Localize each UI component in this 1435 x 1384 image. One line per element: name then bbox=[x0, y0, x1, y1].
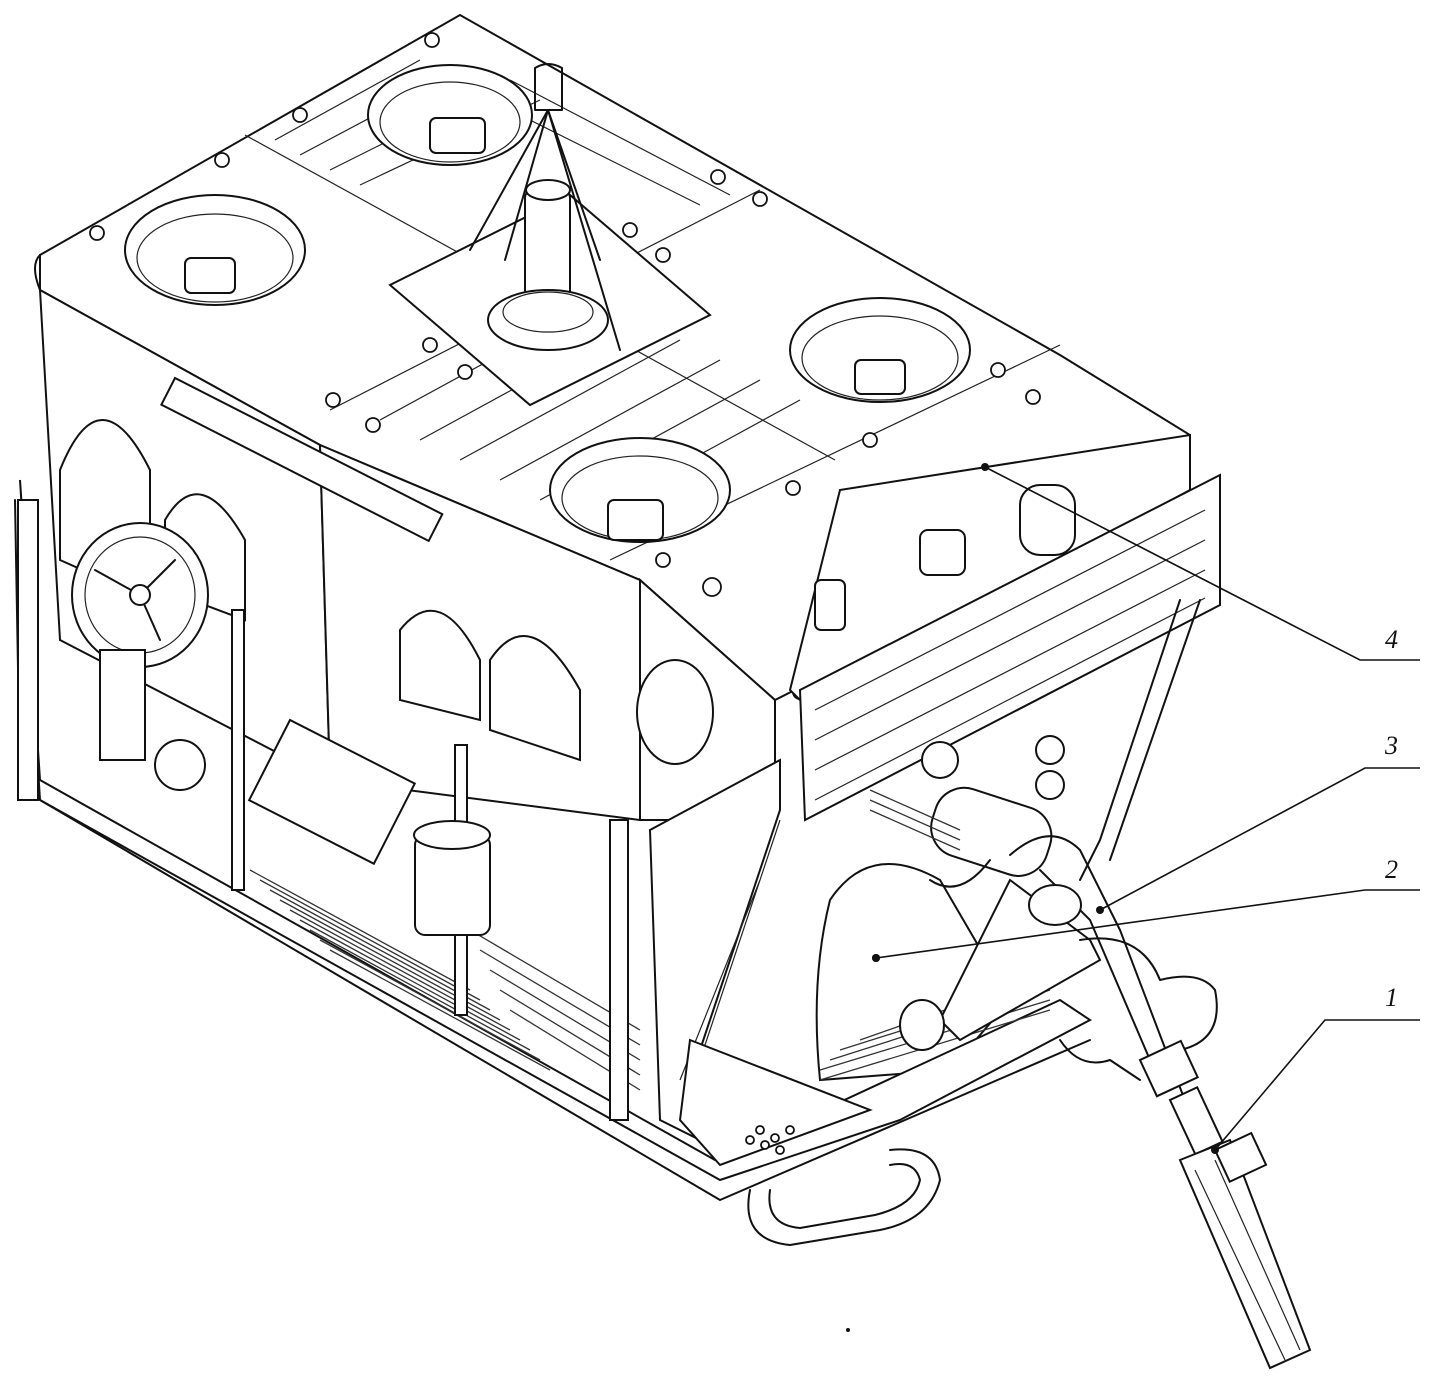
callout-2: 2 bbox=[872, 855, 1420, 962]
callout-label-3: 3 bbox=[1384, 731, 1398, 760]
thruster-well-front-center bbox=[549, 437, 731, 543]
callout-label-1: 1 bbox=[1385, 983, 1398, 1012]
callout-1: 1 bbox=[1211, 983, 1420, 1154]
thruster-well-front-left bbox=[124, 194, 306, 306]
buoyancy-block-side bbox=[38, 288, 776, 822]
front-face-panel bbox=[788, 433, 1221, 822]
lifting-shackle-icon bbox=[388, 63, 712, 407]
stray-mark bbox=[846, 1328, 850, 1332]
rear-posts bbox=[17, 499, 491, 936]
top-bolt-holes bbox=[89, 32, 1041, 700]
skid-base bbox=[14, 479, 1092, 1201]
front-bumper-tube bbox=[747, 1148, 941, 1246]
thruster-well-right bbox=[789, 297, 971, 403]
thruster-well-rear bbox=[367, 64, 533, 166]
callout-3: 3 bbox=[1096, 731, 1420, 914]
callout-label-2: 2 bbox=[1385, 855, 1398, 884]
front-frame bbox=[648, 599, 1201, 1152]
callout-4: 4 bbox=[981, 463, 1420, 661]
thruster-icon bbox=[71, 522, 209, 668]
electronics-canister bbox=[921, 735, 1065, 877]
callout-label-4: 4 bbox=[1385, 625, 1398, 654]
